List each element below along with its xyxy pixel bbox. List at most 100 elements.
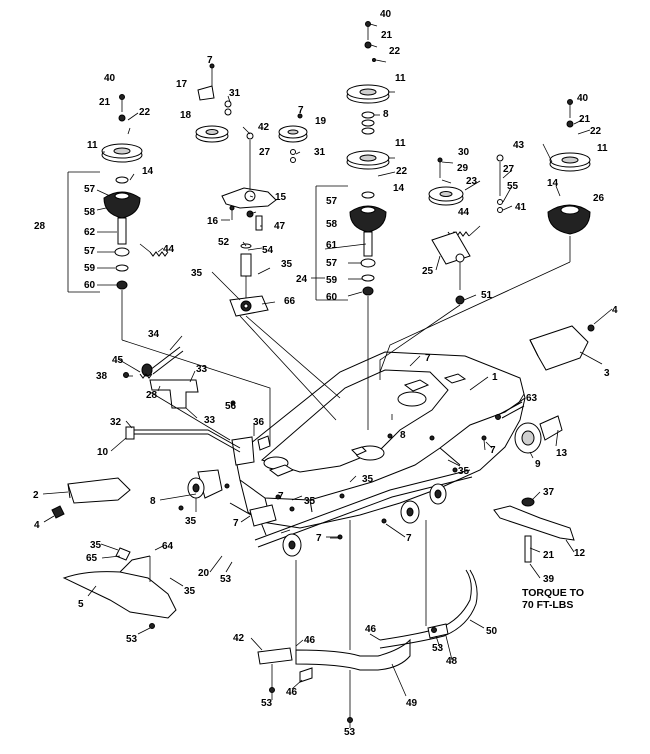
callout-14: 14 <box>393 183 405 194</box>
callout-1: 1 <box>492 372 498 383</box>
right-spindle-assembly <box>379 99 591 373</box>
callout-5: 5 <box>78 599 84 610</box>
callout-62: 62 <box>84 227 96 238</box>
callout-8: 8 <box>400 430 406 441</box>
callout-19: 19 <box>315 116 327 127</box>
callout-42: 42 <box>233 633 245 644</box>
callout-46: 46 <box>304 635 316 646</box>
callout-15: 15 <box>275 192 287 203</box>
callout-28: 28 <box>34 221 46 232</box>
callout-17: 17 <box>176 79 188 90</box>
callout-35: 35 <box>90 540 102 551</box>
callout-30: 30 <box>458 147 470 158</box>
callout-40: 40 <box>380 9 392 20</box>
callout-66: 66 <box>284 296 296 307</box>
callout-39: 39 <box>543 574 555 585</box>
callout-52: 52 <box>218 237 230 248</box>
callout-57: 57 <box>84 246 96 257</box>
callout-8: 8 <box>383 109 389 120</box>
mower-blade <box>493 497 575 563</box>
callout-26: 26 <box>593 193 605 204</box>
callout-35: 35 <box>362 474 374 485</box>
callout-57: 57 <box>326 258 338 269</box>
callout-43: 43 <box>513 140 525 151</box>
belt-shields <box>51 324 595 619</box>
callout-31: 31 <box>314 147 326 158</box>
callout-59: 59 <box>326 275 338 286</box>
callout-60: 60 <box>84 280 96 291</box>
callout-47: 47 <box>274 221 286 232</box>
callout-50: 50 <box>486 626 498 637</box>
callout-65: 65 <box>86 553 98 564</box>
callout-64: 64 <box>162 541 174 552</box>
callout-35: 35 <box>304 496 316 507</box>
callout-11: 11 <box>395 73 406 84</box>
callout-57: 57 <box>326 196 338 207</box>
callout-21: 21 <box>579 114 591 125</box>
callout-40: 40 <box>577 93 589 104</box>
callout-49: 49 <box>406 698 418 709</box>
callout-35: 35 <box>458 466 470 477</box>
callout-13: 13 <box>556 448 568 459</box>
callout-7: 7 <box>278 491 284 502</box>
callout-23: 23 <box>466 176 478 187</box>
callout-7: 7 <box>207 55 213 66</box>
callout-7: 7 <box>490 445 496 456</box>
callout-21: 21 <box>381 30 393 41</box>
callout-35: 35 <box>191 268 203 279</box>
callout-3: 3 <box>604 368 610 379</box>
callout-21: 21 <box>99 97 111 108</box>
callout-33: 33 <box>196 364 208 375</box>
leader-lines <box>42 23 613 728</box>
callout-40: 40 <box>104 73 116 84</box>
callout-51: 51 <box>481 290 493 301</box>
callout-55: 55 <box>507 181 519 192</box>
callout-46: 46 <box>365 624 377 635</box>
callout-7: 7 <box>233 518 239 529</box>
callout-53: 53 <box>220 574 232 585</box>
callout-7: 7 <box>316 533 322 544</box>
callout-22: 22 <box>590 126 602 137</box>
callout-33: 33 <box>204 415 216 426</box>
callout-labels: 40 21 22 11 8 11 22 14 57 58 61 57 59 60… <box>33 9 618 738</box>
callout-37: 37 <box>543 487 555 498</box>
left-spindle-assembly <box>67 94 271 445</box>
right-idler-assembly <box>379 154 504 380</box>
callout-61: 61 <box>326 240 338 251</box>
callout-14: 14 <box>142 166 154 177</box>
callout-57: 57 <box>84 184 96 195</box>
callout-44: 44 <box>458 207 470 218</box>
callout-24: 24 <box>296 274 308 285</box>
callout-9: 9 <box>535 459 541 470</box>
callout-35: 35 <box>185 516 197 527</box>
callout-32: 32 <box>110 417 122 428</box>
callout-35: 35 <box>184 586 196 597</box>
callout-4: 4 <box>34 520 40 531</box>
callout-18: 18 <box>180 110 192 121</box>
callout-53: 53 <box>126 634 138 645</box>
callout-27: 27 <box>503 164 515 175</box>
center-spindle-assembly <box>315 21 390 430</box>
callout-58: 58 <box>326 219 338 230</box>
callout-10: 10 <box>97 447 109 458</box>
callout-27: 27 <box>259 147 271 158</box>
callout-22: 22 <box>389 46 401 57</box>
callout-8: 8 <box>150 496 156 507</box>
callout-36: 36 <box>253 417 265 428</box>
callout-14: 14 <box>547 178 559 189</box>
callout-41: 41 <box>515 202 527 213</box>
callout-53: 53 <box>344 727 356 738</box>
callout-31: 31 <box>229 88 241 99</box>
callout-7: 7 <box>425 353 431 364</box>
torque-note-line2: 70 FT-LBS <box>522 599 573 611</box>
torque-note-line1: TORQUE TO <box>522 587 584 599</box>
callout-20: 20 <box>198 568 210 579</box>
callout-35: 35 <box>281 259 293 270</box>
callout-58: 58 <box>84 207 96 218</box>
callout-2: 2 <box>33 490 39 501</box>
callout-60: 60 <box>326 292 338 303</box>
callout-53: 53 <box>432 643 444 654</box>
callout-12: 12 <box>574 548 586 559</box>
callout-7: 7 <box>298 105 304 116</box>
